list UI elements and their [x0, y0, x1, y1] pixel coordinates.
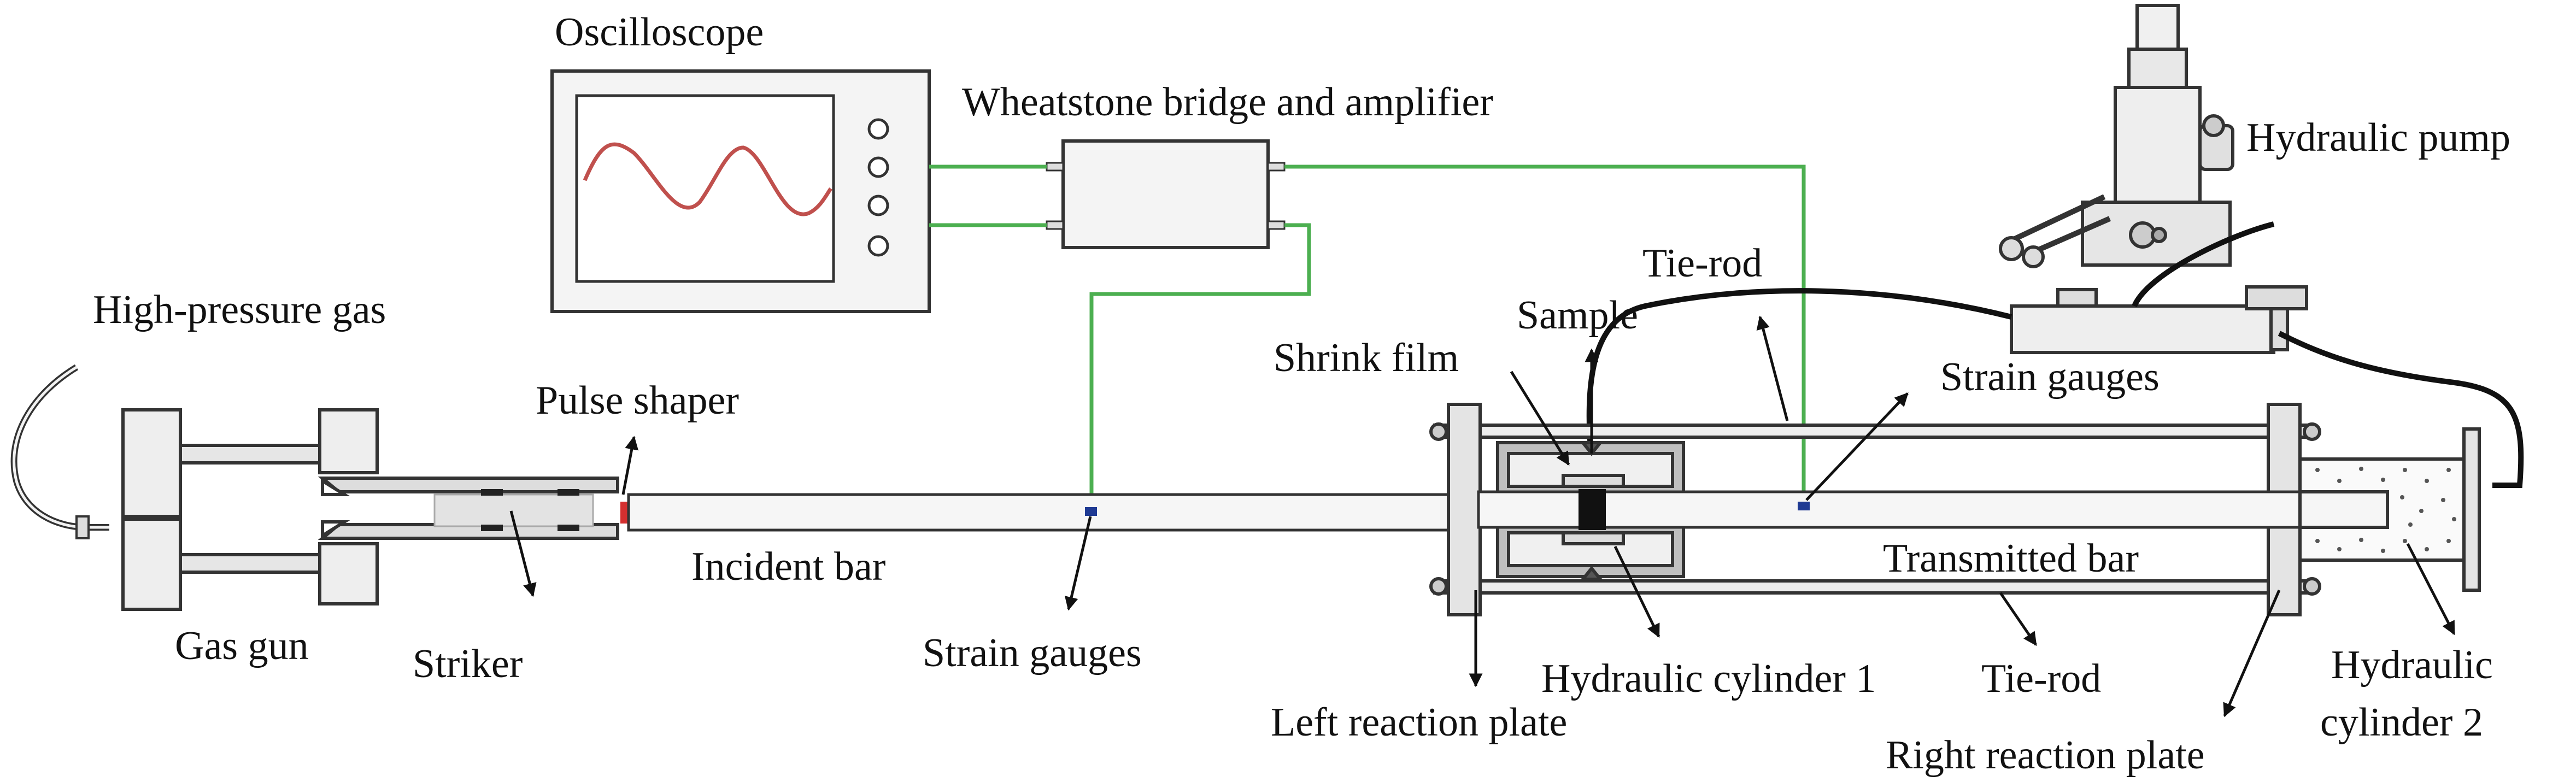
strain-gauge-incident — [1085, 507, 1097, 516]
incident-bar — [627, 493, 1469, 532]
oscilloscope — [550, 69, 931, 313]
label-tie-rod-top: Tie-rod — [1642, 241, 1763, 286]
oscilloscope-knob — [867, 156, 889, 178]
arrow-strain-gauges-right — [1805, 392, 1909, 501]
label-striker: Striker — [413, 642, 523, 686]
wheatstone-bridge-box — [1046, 139, 1286, 249]
arrow-tie-rod-top — [1756, 315, 1789, 421]
oscilloscope-waveform — [583, 142, 832, 216]
label-hydraulic-cylinder-2-line1: Hydraulic — [2331, 643, 2493, 687]
arrow-shrink-film — [1510, 371, 1570, 466]
label-pulse-shaper: Pulse shaper — [536, 378, 739, 423]
arrow-strain-gauges-left — [1064, 516, 1092, 611]
loading-frame — [1429, 403, 2321, 616]
oscilloscope-knob — [867, 118, 889, 140]
label-hydraulic-pump: Hydraulic pump — [2246, 115, 2510, 160]
left-reaction-plate — [1447, 403, 1482, 616]
transmitted-bar — [1477, 490, 2379, 529]
arrow-pulse-shaper — [621, 436, 639, 495]
label-shrink-film: Shrink film — [1274, 336, 1459, 380]
oscilloscope-knob — [867, 195, 889, 216]
arrow-hydraulic-cylinder-1 — [1613, 545, 1660, 638]
label-sample: Sample — [1517, 293, 1638, 338]
label-right-reaction-plate: Right reaction plate — [1886, 733, 2205, 778]
strain-gauge-transmitted — [1798, 502, 1810, 510]
label-gas-gun: Gas gun — [175, 624, 309, 668]
arrow-hydraulic-cylinder-2 — [2406, 543, 2456, 636]
signal-wires — [929, 164, 1806, 508]
gas-gun — [121, 408, 619, 611]
label-tie-rod-bottom: Tie-rod — [1981, 656, 2102, 701]
label-high-pressure-gas: High-pressure gas — [93, 287, 386, 332]
hydraulic-cylinder-2 — [2298, 427, 2481, 592]
pump-valve-block — [2010, 285, 2308, 354]
pulse-shaper — [620, 502, 628, 524]
label-incident-bar: Incident bar — [691, 544, 886, 589]
label-transmitted-bar: Transmitted bar — [1883, 536, 2139, 581]
hydraulic-pump — [1999, 4, 2234, 268]
sample — [1579, 489, 1606, 530]
arrow-striker — [509, 510, 537, 597]
label-strain-gauges-right: Strain gauges — [1940, 355, 2160, 399]
label-wheatstone-bridge: Wheatstone bridge and amplifier — [962, 80, 1493, 125]
hydraulic-fluid-dots — [2315, 467, 2456, 553]
oscilloscope-knob — [867, 235, 889, 257]
label-hydraulic-cylinder-2-line2: cylinder 2 — [2320, 700, 2483, 745]
label-strain-gauges-left: Strain gauges — [923, 631, 1142, 675]
arrow-tie-rod-bottom — [1999, 592, 2038, 646]
label-hydraulic-cylinder-1: Hydraulic cylinder 1 — [1541, 656, 1876, 701]
label-left-reaction-plate: Left reaction plate — [1271, 700, 1568, 745]
arrow-right-reaction-plate — [2223, 590, 2281, 718]
label-oscilloscope: Oscilloscope — [555, 10, 764, 55]
leader-arrows — [509, 315, 2456, 718]
